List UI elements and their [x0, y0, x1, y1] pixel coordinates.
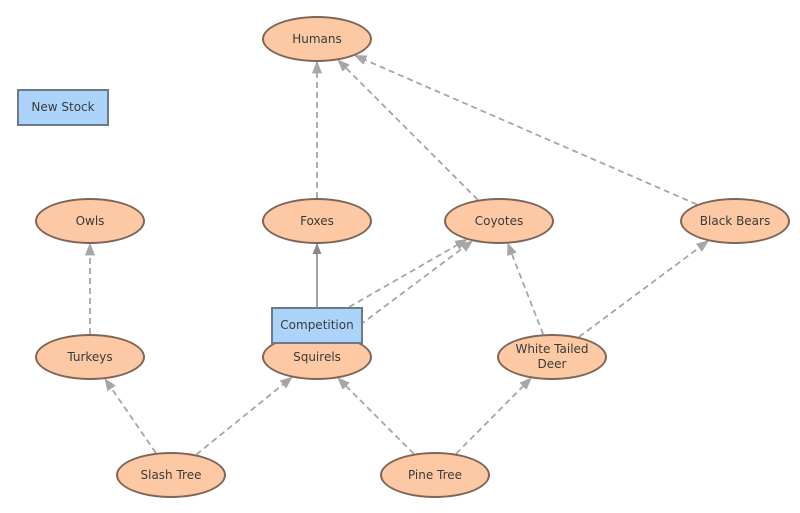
node-label: Squirels — [293, 349, 341, 364]
node-humans[interactable]: Humans — [262, 16, 372, 62]
node-label: Slash Tree — [140, 467, 202, 482]
node-label: Owls — [75, 213, 105, 228]
node-owls[interactable]: Owls — [35, 198, 145, 244]
link-white-tailed-deer-to-coyotes[interactable] — [507, 242, 544, 335]
node-label: Foxes — [300, 213, 334, 228]
node-coyotes[interactable]: Coyotes — [444, 198, 554, 244]
link-slash-tree-to-turkeys[interactable] — [104, 378, 157, 454]
node-slash-tree[interactable]: Slash Tree — [116, 452, 226, 498]
link-coyotes-to-humans[interactable] — [337, 59, 479, 201]
node-black-bears[interactable]: Black Bears — [680, 198, 790, 244]
node-turkeys[interactable]: Turkeys — [35, 334, 145, 380]
stock-competition[interactable]: Competition — [271, 307, 363, 344]
stock-new-stock[interactable]: New Stock — [17, 89, 109, 126]
node-foxes[interactable]: Foxes — [262, 198, 372, 244]
link-pine-tree-to-squirels[interactable] — [337, 377, 415, 455]
node-label: Competition — [280, 318, 354, 332]
link-squirels-to-coyotes[interactable] — [343, 240, 474, 338]
link-competition-to-coyotes[interactable] — [348, 238, 468, 308]
link-white-tailed-deer-to-black-bears[interactable] — [578, 240, 710, 338]
link-black-bears-to-humans[interactable] — [353, 54, 698, 206]
link-pine-tree-to-white-tailed-deer[interactable] — [455, 377, 532, 455]
node-label: White Tailed Deer — [515, 342, 589, 371]
node-label: Pine Tree — [407, 467, 463, 482]
node-pine-tree[interactable]: Pine Tree — [380, 452, 490, 498]
node-label: Black Bears — [699, 213, 771, 228]
link-slash-tree-to-squirels[interactable] — [195, 376, 293, 456]
node-label: New Stock — [31, 100, 95, 114]
node-white-tailed-deer[interactable]: White Tailed Deer — [497, 334, 607, 380]
node-label: Humans — [292, 31, 342, 46]
node-label: Coyotes — [474, 213, 524, 228]
node-label: Turkeys — [67, 349, 113, 364]
